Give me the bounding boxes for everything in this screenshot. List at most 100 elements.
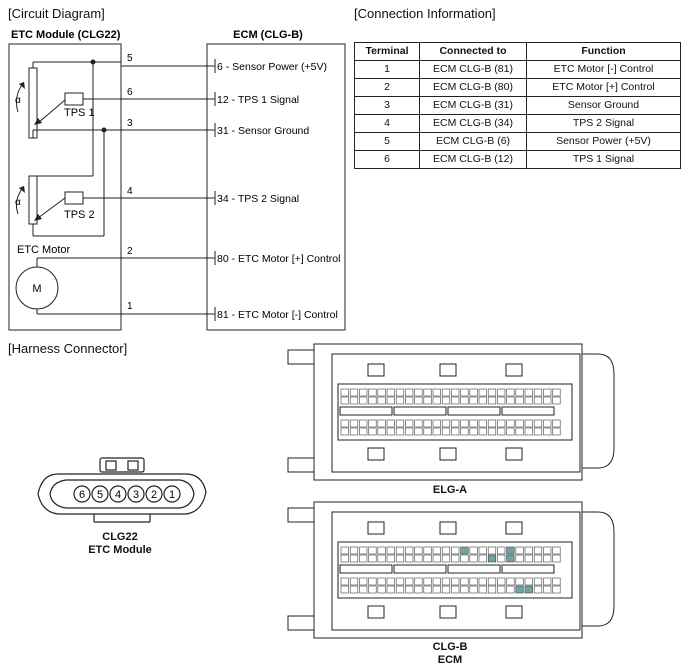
clgb-pin-cell bbox=[533, 546, 543, 555]
ecm-terminal-label: 12 - TPS 1 Signal bbox=[217, 94, 299, 106]
clgb-pin-cell bbox=[395, 546, 405, 555]
elga-pin-cell bbox=[349, 388, 359, 397]
elga-pin-cell bbox=[432, 396, 441, 405]
clgb-pin-cell bbox=[506, 546, 515, 555]
clgb-pin-cell bbox=[349, 577, 359, 586]
clgb-pin-cell bbox=[460, 585, 469, 594]
elga-pin-cell bbox=[349, 396, 359, 405]
alpha-symbol: α bbox=[15, 95, 21, 106]
elga-key-bar bbox=[339, 406, 393, 416]
clgb-pin-cell bbox=[340, 554, 349, 563]
elga-pin-cell bbox=[405, 396, 414, 405]
clgb-key-bar bbox=[393, 564, 447, 574]
clgb-latch bbox=[439, 521, 457, 535]
clgb-pin-cell bbox=[414, 554, 423, 563]
elga-pin-cell bbox=[340, 427, 349, 436]
clgb-pin-cell bbox=[441, 554, 451, 563]
clgb-pin-cell bbox=[478, 577, 487, 586]
clg22-name: CLG22 bbox=[102, 531, 138, 543]
clgb-pin-cell bbox=[524, 554, 533, 563]
clgb-pin-cell bbox=[405, 546, 414, 555]
clgb-key-bar bbox=[447, 564, 501, 574]
clgb-pin-cell bbox=[487, 577, 497, 586]
elga-key-bar bbox=[393, 406, 447, 416]
elga-pin-cell bbox=[359, 388, 368, 397]
elga-pin-cell bbox=[414, 419, 423, 428]
elga-pin-cell bbox=[368, 427, 377, 436]
clg22-connector-drawing: 6 5 4 3 2 1 bbox=[37, 457, 207, 523]
module-pin-number: 3 bbox=[127, 118, 133, 129]
elga-latch bbox=[367, 363, 385, 377]
elga-pin-cell bbox=[497, 388, 506, 397]
etc-motor-label: ETC Motor bbox=[17, 244, 71, 256]
elga-pin-cell bbox=[497, 396, 506, 405]
clgb-pin-cell bbox=[414, 577, 423, 586]
clgb-pin-cell bbox=[377, 585, 386, 594]
elga-key-bar bbox=[447, 406, 501, 416]
ecm-title: ECM (CLG-B) bbox=[233, 29, 303, 41]
clg22-pin-number: 4 bbox=[115, 489, 121, 501]
elga-pin-cell bbox=[543, 419, 552, 428]
clgb-pin-cell bbox=[386, 585, 395, 594]
tps1-wiper-arrow bbox=[34, 118, 42, 125]
clg22-pin-number: 6 bbox=[79, 489, 85, 501]
elga-pin-cell bbox=[359, 396, 368, 405]
module-pin-number: 2 bbox=[127, 246, 133, 257]
clgb-pin-cell bbox=[469, 554, 478, 563]
elga-pin-cell bbox=[441, 388, 451, 397]
clgb-pin-cell bbox=[506, 577, 515, 586]
clgb-pin-cell bbox=[506, 554, 515, 563]
clgb-pin-cell bbox=[423, 554, 432, 563]
clgb-pin-cell bbox=[386, 577, 395, 586]
elga-pin-cell bbox=[469, 396, 478, 405]
elga-pin-cell bbox=[552, 427, 561, 436]
ecm-terminal-label: 80 - ETC Motor [+] Control bbox=[217, 253, 340, 265]
clgb-connector-label: CLG-B ECM bbox=[410, 641, 490, 667]
clgb-pin-cell bbox=[478, 554, 487, 563]
clgb-pin-cell bbox=[497, 546, 506, 555]
clgb-pin-cell bbox=[423, 546, 432, 555]
elga-pin-cell bbox=[451, 396, 460, 405]
elga-pin-cell bbox=[533, 427, 543, 436]
clgb-pin-cell bbox=[543, 585, 552, 594]
elga-pin-cell bbox=[543, 388, 552, 397]
clgb-pin-cell bbox=[451, 577, 460, 586]
elga-pin-cell bbox=[543, 427, 552, 436]
elga-pin-cell bbox=[377, 396, 386, 405]
clgb-pin-cell bbox=[460, 554, 469, 563]
elga-pin-cell bbox=[432, 419, 441, 428]
elga-pin-cell bbox=[515, 388, 524, 397]
clgb-pin-cell bbox=[432, 554, 441, 563]
clgb-pin-cell bbox=[395, 585, 405, 594]
elga-pin-cell bbox=[451, 419, 460, 428]
clgb-latch bbox=[439, 605, 457, 619]
elga-pin-cell bbox=[478, 419, 487, 428]
clgb-pin-cell bbox=[414, 585, 423, 594]
table-cell: ECM CLG-B (31) bbox=[419, 96, 527, 115]
clgb-pin-cell bbox=[497, 554, 506, 563]
elga-pin-cell bbox=[460, 427, 469, 436]
clgb-pin-cell bbox=[441, 585, 451, 594]
clg22-pin-number: 3 bbox=[133, 489, 139, 501]
clgb-pin-cell bbox=[515, 577, 524, 586]
table-cell: ECM CLG-B (6) bbox=[419, 132, 527, 151]
alpha-symbol: α bbox=[15, 197, 21, 208]
ecm-terminal-label: 31 - Sensor Ground bbox=[217, 125, 309, 137]
table-row: 3 ECM CLG-B (31) Sensor Ground bbox=[354, 96, 681, 115]
connection-table: Terminal Connected to Function 1 ECM CLG… bbox=[354, 42, 681, 169]
table-row: 4 ECM CLG-B (34) TPS 2 Signal bbox=[354, 114, 681, 133]
ecm-terminal-label: 6 - Sensor Power (+5V) bbox=[217, 61, 327, 73]
elga-pin-cell bbox=[423, 396, 432, 405]
clgb-pin-cell bbox=[533, 577, 543, 586]
elga-pin-cell bbox=[395, 419, 405, 428]
elga-pin-cell bbox=[460, 396, 469, 405]
elga-pin-cell bbox=[349, 419, 359, 428]
clgb-pin-cell bbox=[451, 546, 460, 555]
clgb-pin-cell bbox=[460, 577, 469, 586]
elga-pin-cell bbox=[441, 427, 451, 436]
elga-pin-cell bbox=[515, 419, 524, 428]
etc-module-box bbox=[8, 43, 122, 331]
module-pin-number: 4 bbox=[127, 186, 133, 197]
clgb-pin-cell bbox=[524, 577, 533, 586]
elga-pin-cell bbox=[533, 388, 543, 397]
